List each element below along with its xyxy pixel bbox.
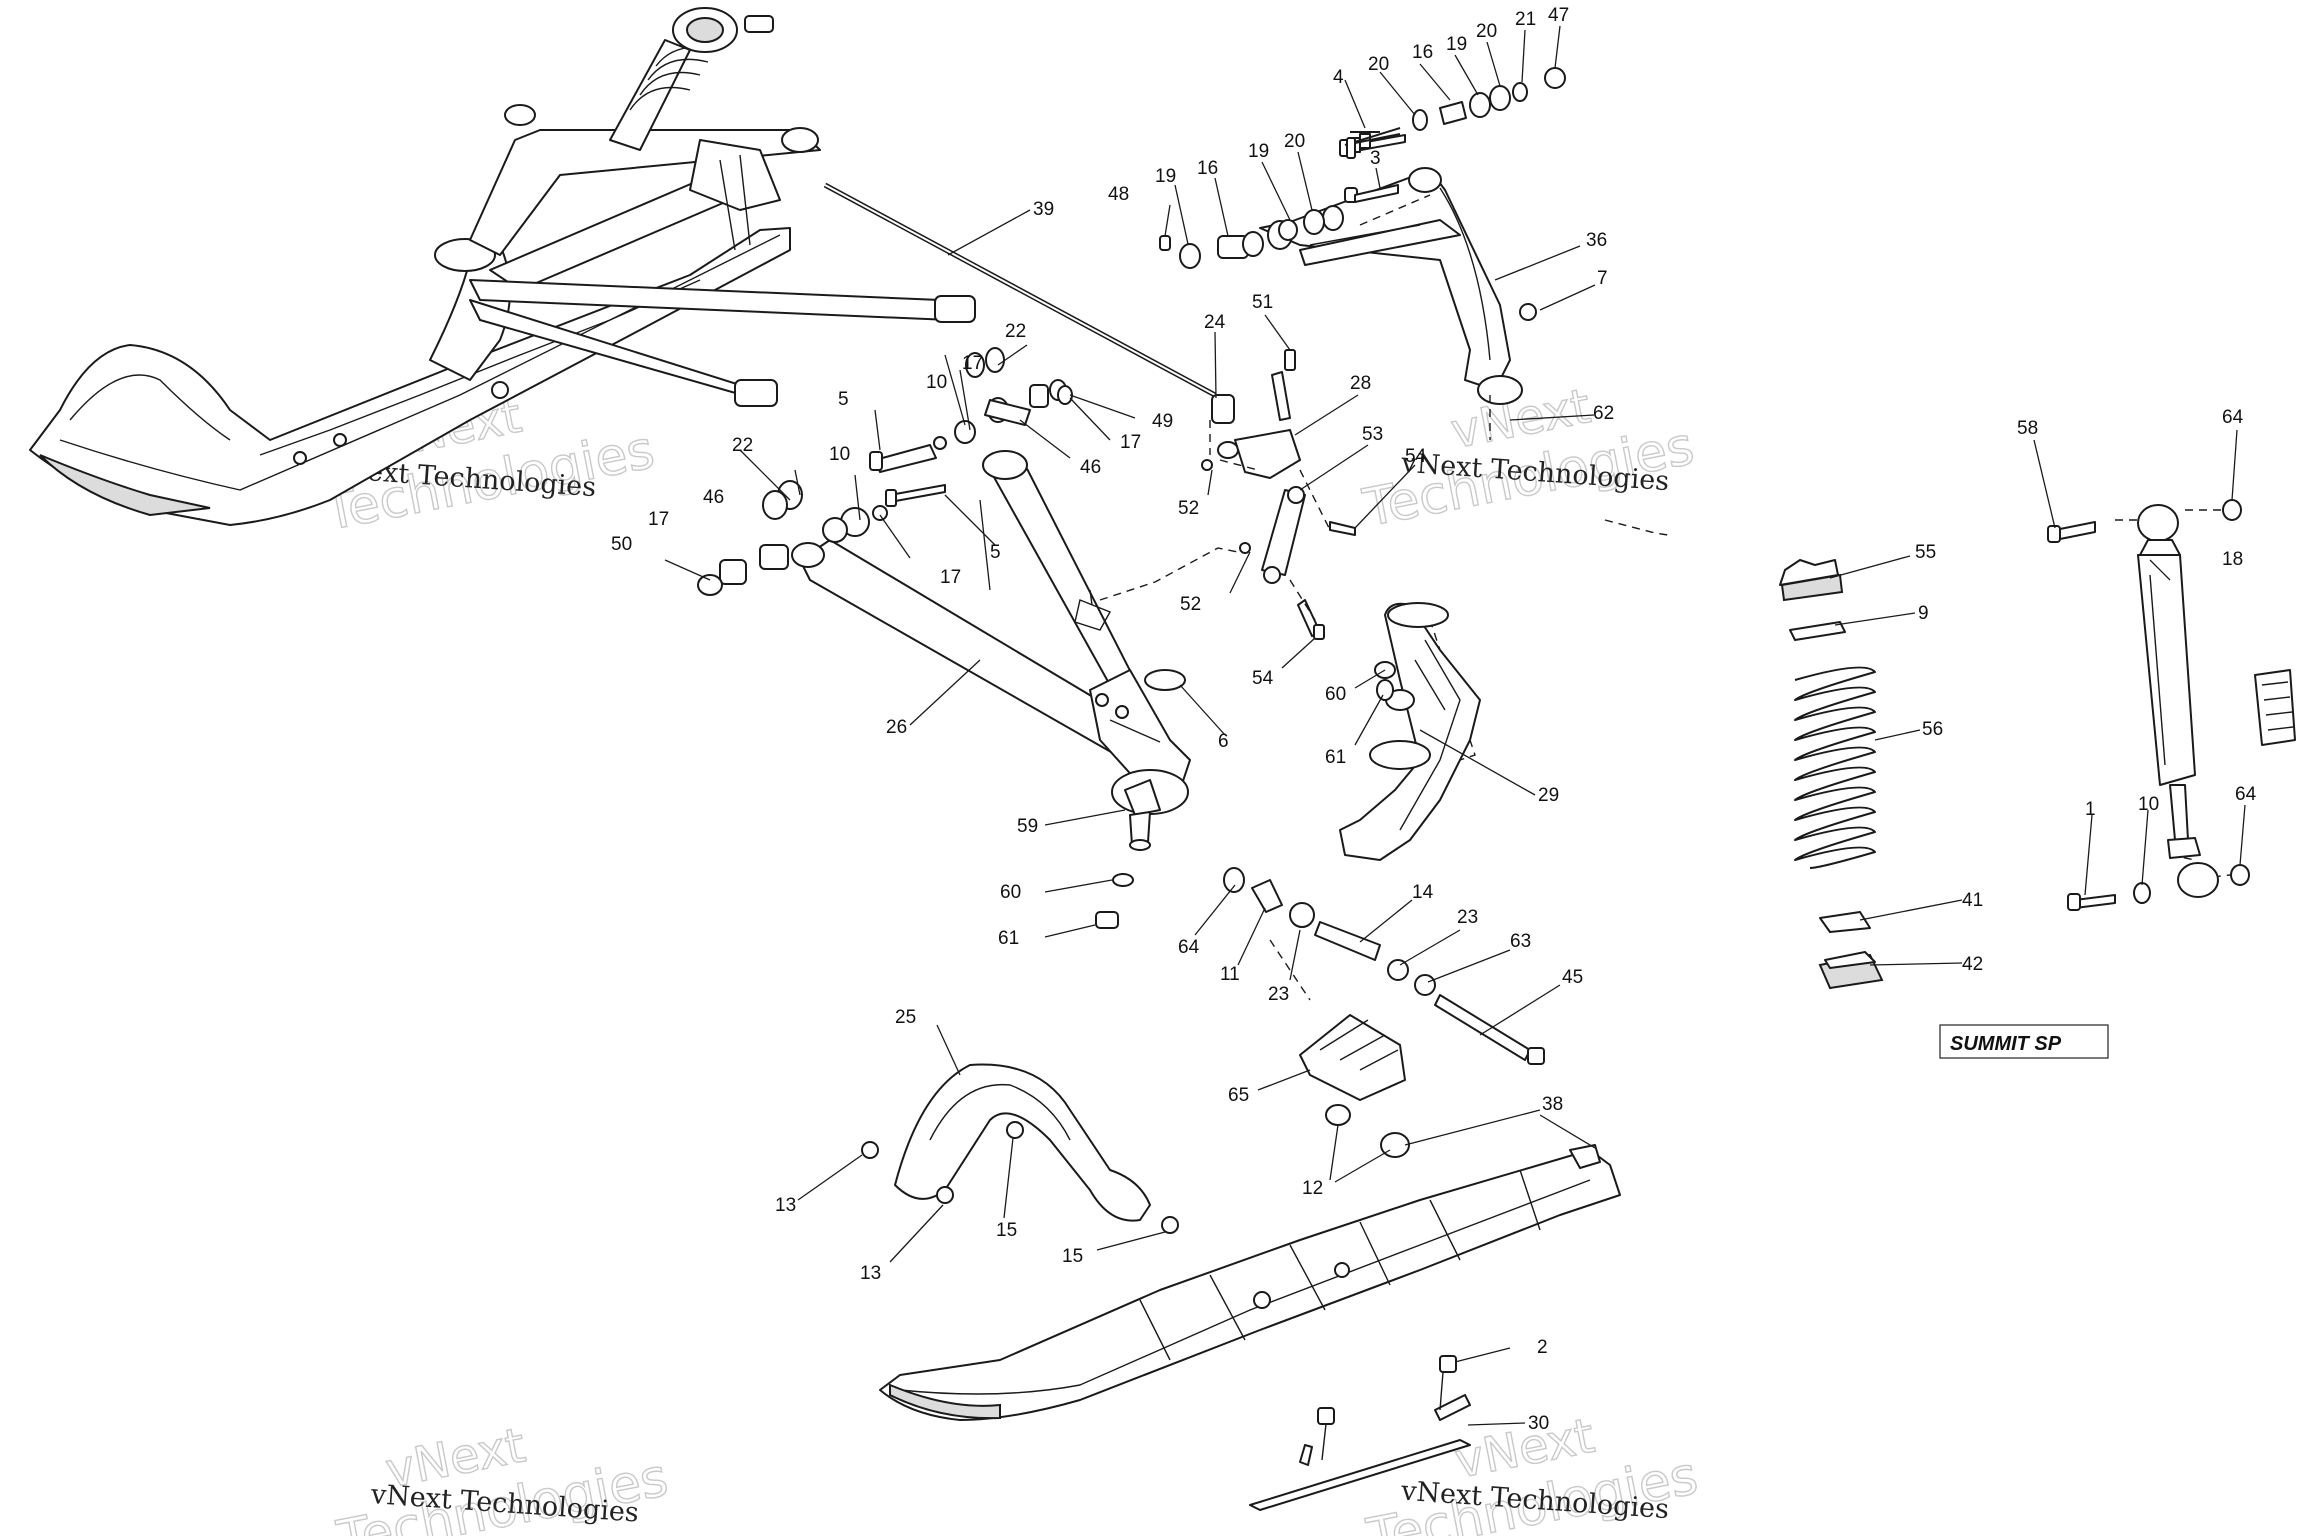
callout-17: 17 xyxy=(648,509,669,530)
callout-28: 28 xyxy=(1350,373,1371,394)
callout-38: 38 xyxy=(1542,1094,1563,1115)
callout-14: 14 xyxy=(1412,882,1434,903)
callout-59: 59 xyxy=(1017,816,1038,837)
callout-49: 49 xyxy=(1152,411,1173,432)
callout-17: 17 xyxy=(1120,432,1141,453)
ski-loop-25 xyxy=(861,1063,1179,1234)
callout-65: 65 xyxy=(1228,1085,1249,1106)
callout-2: 2 xyxy=(1537,1337,1548,1358)
callout-62: 62 xyxy=(1593,403,1614,424)
bar-end-bushing xyxy=(1211,394,1239,459)
upper-a-arm-36 xyxy=(1259,167,1523,405)
ball-joint-59 xyxy=(1095,669,1186,929)
sway-bar-link-39 xyxy=(823,182,1217,398)
callout-23: 23 xyxy=(1268,984,1289,1005)
ski-38 xyxy=(879,1144,1621,1421)
callout-23: 23 xyxy=(1457,907,1478,928)
callout-10: 10 xyxy=(926,372,947,393)
shock-absorber-18 xyxy=(2047,499,2296,911)
callout-60: 60 xyxy=(1000,882,1021,903)
callout-4: 4 xyxy=(1333,67,1344,88)
callout-5: 5 xyxy=(990,542,1001,563)
callout-9: 9 xyxy=(1918,603,1929,624)
callout-58: 58 xyxy=(2017,418,2038,439)
callout-18: 18 xyxy=(2222,549,2243,570)
callout-39: 39 xyxy=(1033,199,1054,220)
callout-19: 19 xyxy=(1155,166,1176,187)
callout-5: 5 xyxy=(838,389,849,410)
callout-17: 17 xyxy=(940,567,961,588)
callout-3: 3 xyxy=(1370,148,1381,169)
callout-48: 48 xyxy=(1108,184,1129,205)
callout-15: 15 xyxy=(1062,1246,1083,1267)
callout-16: 16 xyxy=(1197,158,1218,179)
callout-54: 54 xyxy=(1405,446,1427,467)
callout-13: 13 xyxy=(860,1263,881,1284)
callout-45: 45 xyxy=(1562,967,1583,988)
spindle-knuckle-29 xyxy=(1339,602,1481,861)
variant-tag-text: SUMMIT SP xyxy=(1950,1033,2062,1055)
callout-17: 17 xyxy=(962,353,983,374)
callout-60: 60 xyxy=(1325,684,1346,705)
callout-56: 56 xyxy=(1922,719,1943,740)
callout-29: 29 xyxy=(1538,785,1559,806)
callout-11: 11 xyxy=(1220,964,1240,985)
callout-19: 19 xyxy=(1446,34,1467,55)
watermark-top-right: vNext Technologies xyxy=(1358,378,1700,540)
link-bracket-28-53 xyxy=(1201,349,1356,640)
callout-16: 16 xyxy=(1412,42,1433,63)
callout-30: 30 xyxy=(1528,1413,1549,1434)
runner-30 xyxy=(1249,1355,1471,1511)
callout-53: 53 xyxy=(1362,424,1383,445)
callout-22: 22 xyxy=(732,435,753,456)
spring-assembly xyxy=(1779,559,1884,990)
callout-20: 20 xyxy=(1476,21,1497,42)
callout-64: 64 xyxy=(2222,407,2244,428)
callout-47: 47 xyxy=(1548,5,1569,26)
callout-52: 52 xyxy=(1180,594,1201,615)
callout-19: 19 xyxy=(1248,141,1269,162)
callout-64: 64 xyxy=(1178,937,1200,958)
callout-61: 61 xyxy=(1325,747,1346,768)
callout-22: 22 xyxy=(1005,321,1026,342)
callout-15: 15 xyxy=(996,1220,1017,1241)
leader-lines xyxy=(664,25,2246,1426)
callout-20: 20 xyxy=(1284,131,1305,152)
callout-42: 42 xyxy=(1962,954,1983,975)
callout-50: 50 xyxy=(611,534,632,555)
callout-24: 24 xyxy=(1204,312,1226,333)
callout-labels: 4 20 16 19 20 21 47 3 19 20 48 19 16 39 … xyxy=(611,5,2257,1434)
spindle-hardware xyxy=(1223,867,1545,1065)
lower-a-arm-26 xyxy=(791,450,1191,815)
callout-46: 46 xyxy=(703,487,724,508)
callout-41: 41 xyxy=(1962,890,1983,911)
lower-hardware-left xyxy=(697,347,1073,596)
callout-12: 12 xyxy=(1302,1178,1323,1199)
callout-46: 46 xyxy=(1080,457,1101,478)
callout-6: 6 xyxy=(1218,731,1229,752)
callout-51: 51 xyxy=(1252,292,1273,313)
callout-26: 26 xyxy=(886,717,907,738)
callout-1: 1 xyxy=(2085,799,2096,820)
callout-52: 52 xyxy=(1178,498,1199,519)
callout-55: 55 xyxy=(1915,542,1936,563)
callout-61: 61 xyxy=(998,928,1019,949)
callout-63: 63 xyxy=(1510,931,1531,952)
callout-10: 10 xyxy=(2138,794,2159,815)
callout-20: 20 xyxy=(1368,54,1389,75)
callout-7: 7 xyxy=(1597,268,1608,289)
callout-10: 10 xyxy=(829,444,850,465)
upper-hardware xyxy=(1159,67,1566,321)
variant-tag: SUMMIT SP xyxy=(1939,1024,2109,1059)
callout-13: 13 xyxy=(775,1195,796,1216)
assembled-ski-suspension xyxy=(29,7,976,526)
callout-54: 54 xyxy=(1252,668,1274,689)
callout-21: 21 xyxy=(1515,9,1536,30)
callout-25: 25 xyxy=(895,1007,916,1028)
ski-rubber-65 xyxy=(1299,1014,1410,1158)
callout-36: 36 xyxy=(1586,230,1607,251)
callout-64: 64 xyxy=(2235,784,2257,805)
